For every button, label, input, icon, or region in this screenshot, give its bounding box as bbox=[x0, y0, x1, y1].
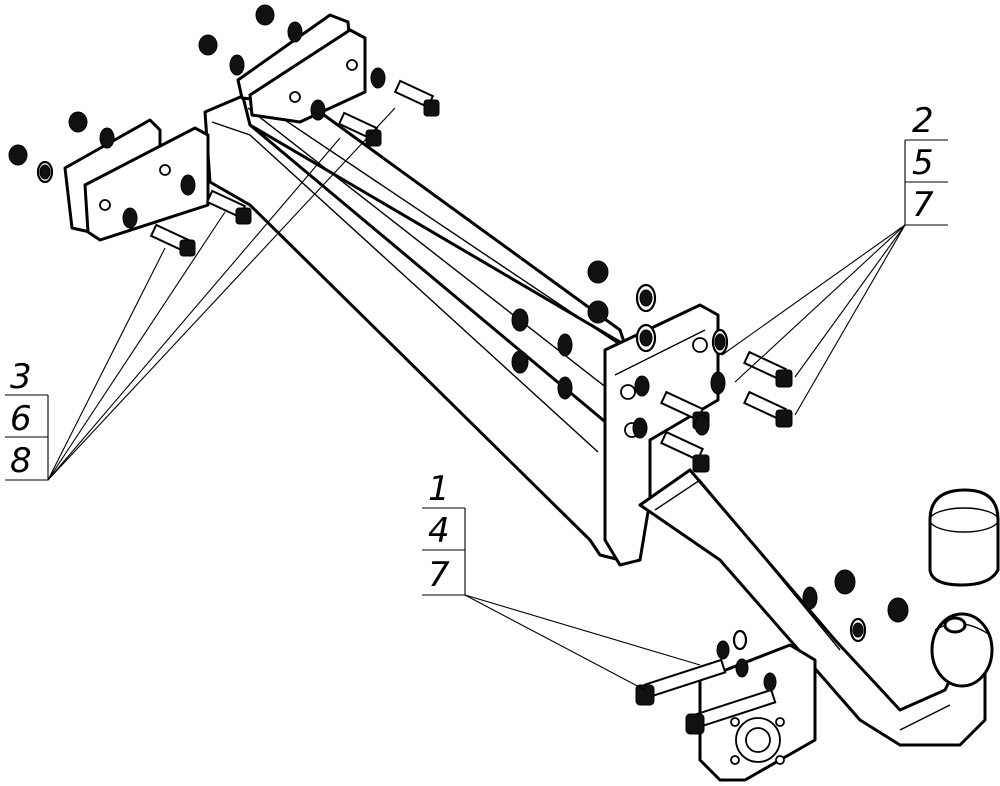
callout-3-6-8-number-top: 3 bbox=[10, 357, 32, 397]
callout-1-4-7-number-top: 1 bbox=[428, 469, 450, 509]
nuts-and-washers bbox=[8, 4, 909, 692]
bolts bbox=[149, 79, 793, 735]
leader-lines bbox=[47, 107, 906, 691]
callout-3-6-8-number-middle: 6 bbox=[10, 399, 32, 439]
left-mounting-plate bbox=[63, 118, 210, 242]
callout-1-4-7-number-middle: 4 bbox=[428, 511, 450, 551]
callout-1-4-7-number-bottom: 7 bbox=[428, 555, 450, 595]
socket-plate bbox=[698, 643, 817, 782]
callout-3-6-8: 3 6 8 bbox=[5, 357, 49, 481]
callout-3-6-8-number-bottom: 8 bbox=[10, 441, 32, 481]
callout-2-5-7-number-middle: 5 bbox=[912, 143, 934, 183]
right-bracket bbox=[603, 303, 720, 567]
callout-2-5-7-number-bottom: 7 bbox=[912, 185, 934, 225]
main-crossbeam bbox=[203, 68, 627, 562]
tow-ball bbox=[930, 612, 994, 688]
ball-cap bbox=[928, 488, 1000, 587]
upper-mounting-plate bbox=[236, 13, 367, 124]
callout-1-4-7: 1 4 7 bbox=[422, 469, 466, 596]
callout-2-5-7-number-top: 2 bbox=[912, 101, 934, 141]
callout-2-5-7: 2 5 7 bbox=[904, 101, 948, 226]
